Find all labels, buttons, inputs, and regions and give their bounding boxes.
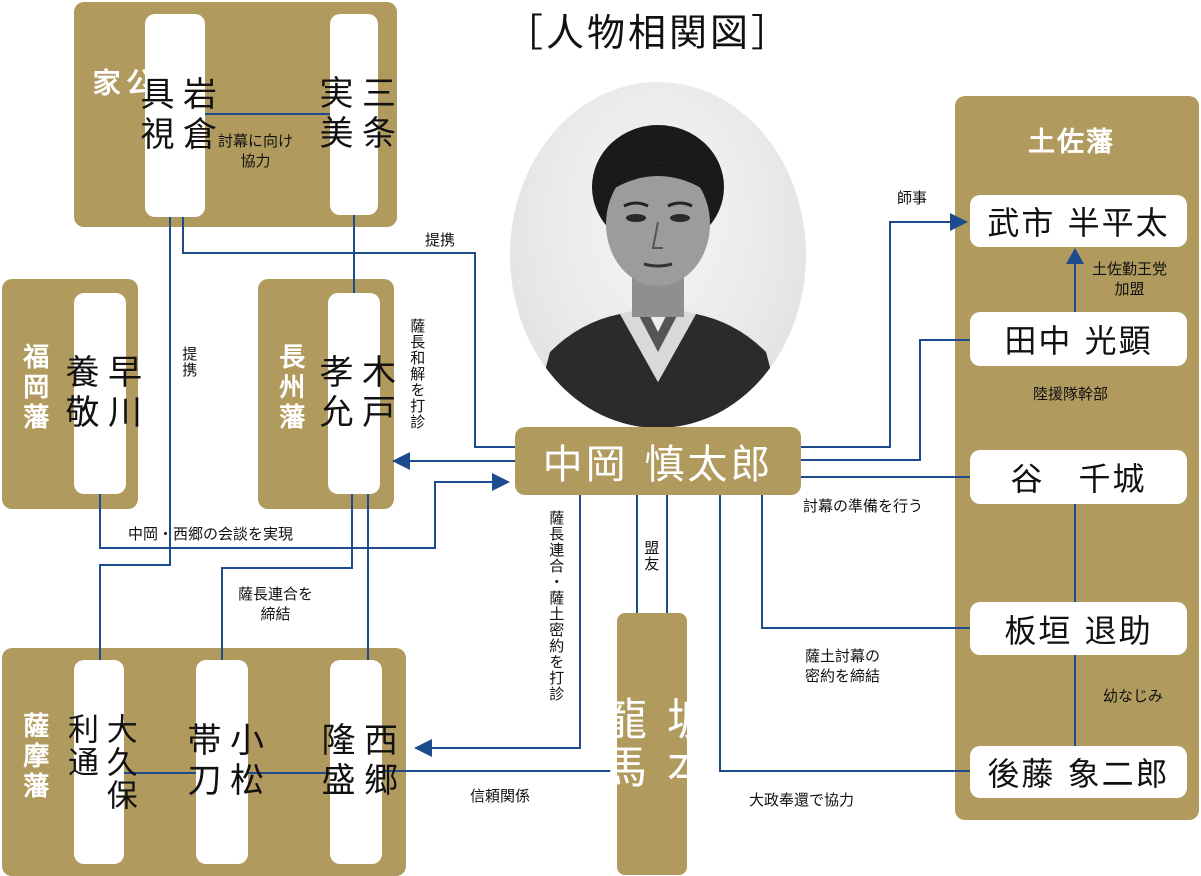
person-goto-shojiro: 後藤 象二郎 <box>970 746 1187 798</box>
person-kido-takayoshi: 木戸 孝允 <box>313 293 396 494</box>
note-kaidan: 中岡・西郷の会談を実現 <box>128 525 294 543</box>
note-osananajimi: 幼なじみ <box>1103 687 1164 705</box>
note-kanmei: 土佐勤王党 加盟 <box>1092 260 1168 299</box>
group-label-choshu: 長州藩 <box>274 343 305 433</box>
person-sanjo-sanetomi: 三条 実美 <box>313 14 396 215</box>
person-itagaki-taisuke: 板垣 退助 <box>970 602 1187 655</box>
note-domei: 盟友 <box>642 540 661 572</box>
note-satcho-rengo-mitsuyaku: 薩長連合・薩土密約を打診 <box>547 510 566 702</box>
person-saigo-takamori: 西郷 隆盛 <box>315 660 398 864</box>
note-taisei-hokan: 大政奉還で協力 <box>749 791 855 809</box>
note-shiji: 師事 <box>897 189 928 207</box>
note-kanbu: 陸援隊幹部 <box>1033 385 1109 403</box>
group-label-fukuoka: 福岡藩 <box>18 343 49 433</box>
note-mitsuyaku-teiketsu: 薩土討幕の 密約を締結 <box>805 647 881 686</box>
person-iwakura-tomomi: 岩倉 具視 <box>134 14 217 217</box>
portrait-icon <box>530 125 786 428</box>
group-label-tosa: 土佐藩 <box>1028 127 1115 158</box>
note-junbi: 討幕の準備を行う <box>803 497 924 515</box>
person-nakaoka-shintaro: 中岡 慎太郎 <box>515 427 801 495</box>
note-shinrai: 信頼関係 <box>470 787 531 805</box>
group-label-satsuma: 薩摩藩 <box>18 712 49 802</box>
person-takechi-hanpeita: 武市 半平太 <box>970 195 1187 247</box>
note-tobaku-kyoryoku: 討幕に向け 協力 <box>218 132 294 171</box>
person-komatsu-tatewaki: 小松 帯刀 <box>181 660 264 864</box>
note-teikei-left: 提携 <box>180 346 199 378</box>
person-okubo-toshimichi: 大久保 利通 <box>62 660 137 864</box>
note-teikei-top: 提携 <box>425 231 456 249</box>
person-hayakawa-yokei: 早川 養敬 <box>59 293 142 494</box>
person-sakamoto-ryoma: 坂本 龍馬 <box>595 613 710 875</box>
note-satcho-wakai: 薩長和解を打診 <box>408 318 427 430</box>
person-tani-tateki: 谷 千城 <box>970 450 1187 504</box>
portrait-photo <box>510 82 806 428</box>
person-tanaka-mitsuaki: 田中 光顕 <box>970 312 1187 366</box>
note-rengo-teiketsu: 薩長連合を 締結 <box>238 585 314 624</box>
diagram-title: ［人物相関図］ <box>505 11 793 55</box>
